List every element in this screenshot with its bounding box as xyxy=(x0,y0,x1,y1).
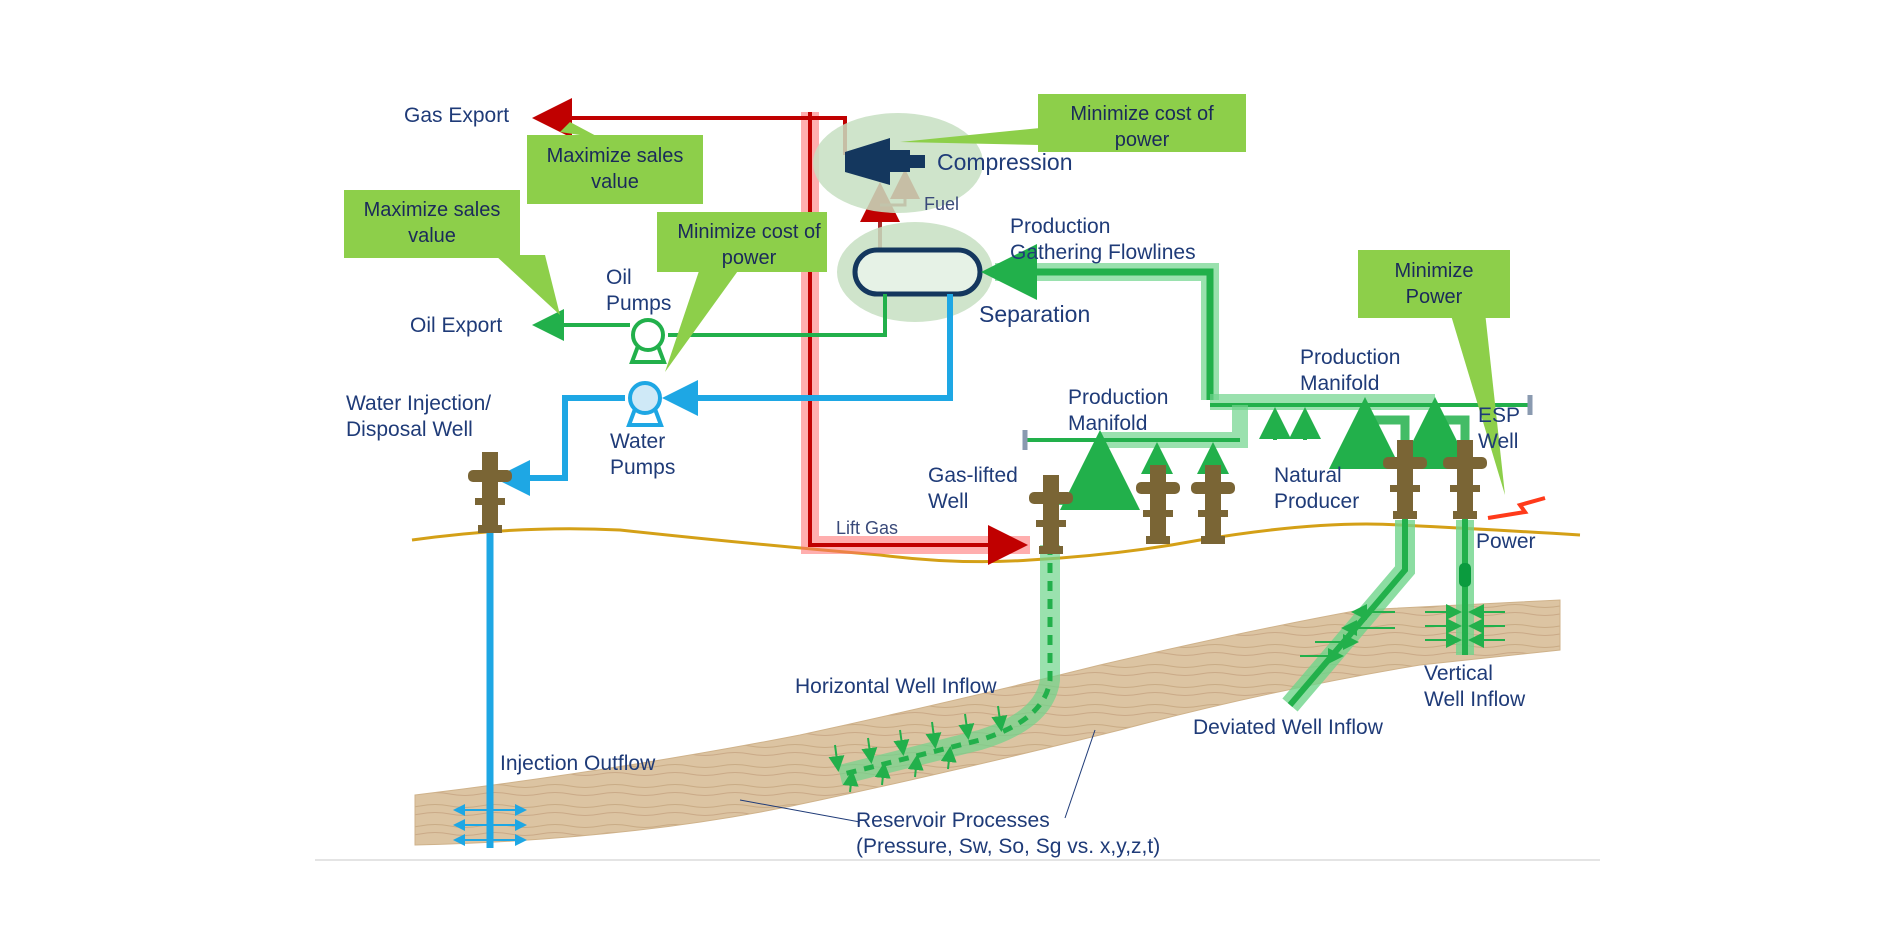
natural-producer-label-line-2: Producer xyxy=(1274,490,1359,513)
vertical-well-inflow-label-line-1: Vertical xyxy=(1424,662,1493,685)
deviated-inflow-arrows xyxy=(1300,604,1395,664)
callout-gas-sales-line-2: value xyxy=(591,171,639,193)
compressor-icon xyxy=(845,138,925,185)
power-label: Power xyxy=(1476,530,1536,553)
compression-label: Compression xyxy=(937,149,1073,175)
callout-pump-power-line-2: power xyxy=(722,247,777,269)
callout-esp-power: Minimize Power xyxy=(1358,250,1510,495)
oil-pumps-label-line-2: Pumps xyxy=(606,292,671,315)
gas-lifted-well-label-line-1: Gas-lifted xyxy=(928,464,1018,487)
callout-oil-sales: Maximize sales value xyxy=(344,190,560,315)
reservoir-processes-label-line-1: Reservoir Processes xyxy=(856,809,1050,832)
esp-pump-icon xyxy=(1459,563,1471,587)
esp-wellhead-icon xyxy=(1443,440,1487,519)
injection-outflow-label: Injection Outflow xyxy=(500,752,656,775)
gas-lifted-well-label-line-2: Well xyxy=(928,490,968,513)
deviated-wellhead-icon xyxy=(1383,440,1427,519)
callout-oil-sales-line-1: Maximize sales xyxy=(364,199,501,221)
injection-outflow-arrows xyxy=(453,804,527,846)
oil-pumps-label-line-1: Oil xyxy=(606,266,632,289)
vertical-inflow-arrows xyxy=(1425,604,1505,648)
water-from-separator-line xyxy=(662,294,953,416)
gathering-flowline-highlight xyxy=(995,263,1219,400)
horizontal-well-inflow-label: Horizontal Well Inflow xyxy=(795,675,997,698)
reservoir-processes-label-line-2: (Pressure, Sw, So, Sg vs. x,y,z,t) xyxy=(856,835,1160,858)
callout-esp-power-line-1: Minimize xyxy=(1395,260,1474,282)
gas-lifted-wellhead-icon xyxy=(1029,475,1073,554)
vertical-well-inflow-label-line-2: Well Inflow xyxy=(1424,688,1526,711)
fuel-label: Fuel xyxy=(924,194,959,214)
horizontal-well-bore-highlight xyxy=(837,545,1060,785)
oil-from-separator-line xyxy=(668,294,887,337)
horizontal-inflow-arrows xyxy=(828,705,1008,793)
callout-compression-power-line-2: power xyxy=(1115,129,1170,151)
production-gathering-label-line-2: Gathering Flowlines xyxy=(1010,241,1196,264)
separator-vessel-icon xyxy=(852,247,983,297)
production-manifold-left-label-line-1: Production xyxy=(1068,386,1168,409)
production-manifold-left-label-line-2: Manifold xyxy=(1068,412,1147,435)
esp-well-label-line-1: ESP xyxy=(1478,404,1520,427)
natural-producer-label-line-1: Natural xyxy=(1274,464,1342,487)
callout-compression-power: Minimize cost of power xyxy=(900,94,1246,152)
esp-well-label-line-2: Well xyxy=(1478,430,1518,453)
natural-producer-wellhead-icon-1 xyxy=(1136,465,1180,544)
water-injection-well-label-line-1: Water Injection/ xyxy=(346,392,491,415)
callout-gas-sales: Maximize sales value xyxy=(527,122,703,204)
production-gathering-label-line-1: Production xyxy=(1010,215,1110,238)
callout-compression-power-line-1: Minimize cost of xyxy=(1070,103,1214,125)
water-pump-icon xyxy=(626,381,664,427)
gathering-flowline xyxy=(981,244,1214,400)
separation-label: Separation xyxy=(979,301,1090,327)
callout-oil-sales-line-2: value xyxy=(408,225,456,247)
water-injection-line xyxy=(494,395,625,496)
lift-gas-label: Lift Gas xyxy=(836,518,898,538)
oil-export-label: Oil Export xyxy=(410,314,502,337)
natural-producer-wellhead-icon-2 xyxy=(1191,465,1235,544)
gas-export-label: Gas Export xyxy=(404,104,509,127)
water-pumps-label-line-1: Water xyxy=(610,430,665,453)
callout-pump-power: Minimize cost of power xyxy=(657,212,827,372)
reservoir-leader-line-1 xyxy=(739,799,861,823)
reservoir-layer xyxy=(414,599,1561,846)
callout-esp-power-line-2: Power xyxy=(1406,286,1463,308)
water-injection-wellhead-icon xyxy=(468,452,512,533)
production-manifold-right-label-line-2: Manifold xyxy=(1300,372,1379,395)
callout-gas-sales-line-1: Maximize sales xyxy=(547,145,684,167)
power-lightning-icon xyxy=(1487,496,1546,520)
callout-pump-power-line-1: Minimize cost of xyxy=(677,221,821,243)
water-pumps-label-line-2: Pumps xyxy=(610,456,675,479)
production-manifold-right-label-line-1: Production xyxy=(1300,346,1400,369)
water-injection-well-label-line-2: Disposal Well xyxy=(346,418,473,441)
oil-pump-icon xyxy=(629,318,667,364)
reservoir-leader-line-2 xyxy=(1064,729,1096,819)
deviated-well-inflow-label: Deviated Well Inflow xyxy=(1193,716,1384,739)
